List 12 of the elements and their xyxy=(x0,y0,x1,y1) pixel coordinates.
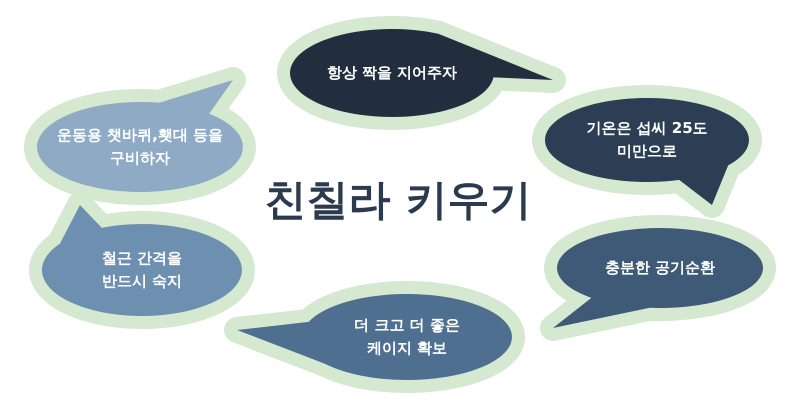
speech-bubble xyxy=(221,278,528,396)
speech-bubble xyxy=(21,64,259,208)
bubble-text: 기온은 섭씨 25도 미만으로 xyxy=(585,118,709,162)
bubble-text: 운동용 챗바퀴,횃대 등을 구비하자 xyxy=(56,125,224,169)
bubble-text: 항상 짝을 지어주자 xyxy=(326,62,458,84)
bubble-text: 충분한 공기순환 xyxy=(604,257,716,278)
speech-bubble xyxy=(537,212,779,344)
speech-bubble xyxy=(529,82,765,221)
bubble-text: 철근 간격을 반드시 숙지 xyxy=(100,248,184,292)
speech-bubble xyxy=(274,13,569,133)
bubble-text: 더 크고 더 좋은 케이지 확보 xyxy=(353,314,461,359)
diagram-title: 친칠라 키우기 xyxy=(264,174,532,226)
